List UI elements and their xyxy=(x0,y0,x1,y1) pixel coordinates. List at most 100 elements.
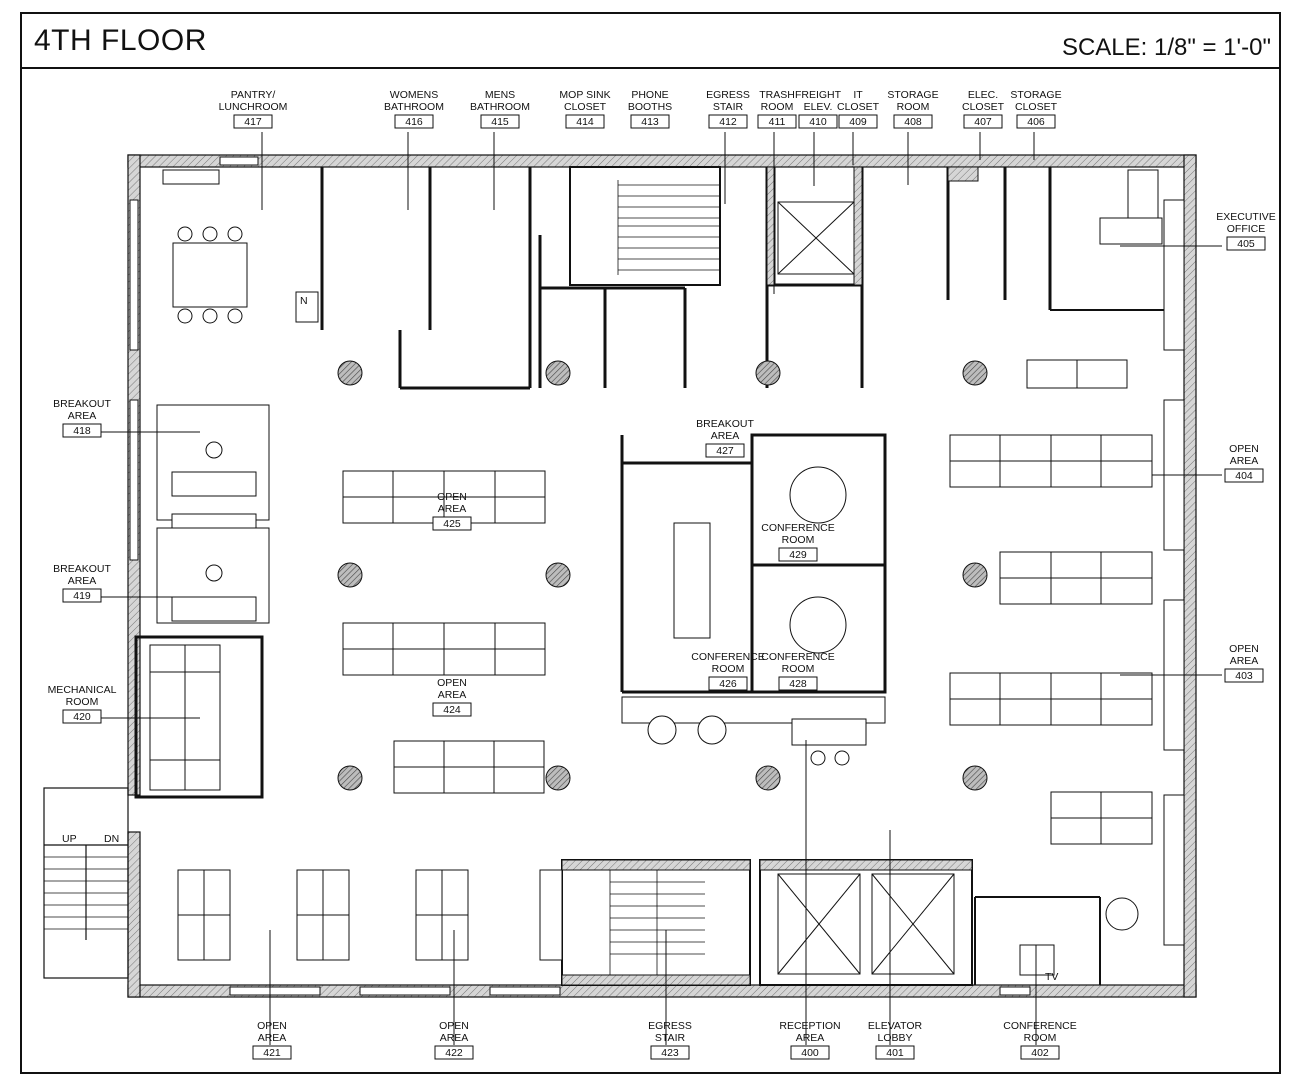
room-name-line: OFFICE xyxy=(1227,223,1266,235)
room-name-line: OPEN xyxy=(1229,643,1259,655)
room-name-line: CLOSET xyxy=(564,101,607,113)
room-name-line: AREA xyxy=(1230,455,1259,467)
room-name-line: EGRESS xyxy=(706,89,750,101)
room-number-box xyxy=(650,1045,690,1060)
room-number-box xyxy=(893,114,933,129)
room-name-line: OPEN xyxy=(437,677,467,689)
room-name-line: ELEVATOR xyxy=(868,1020,923,1032)
room-name-line: AREA xyxy=(711,430,740,442)
room-name-line: TRASH xyxy=(759,89,795,101)
room-number: 427 xyxy=(716,445,734,457)
scale-note: SCALE: 1/8" = 1'-0" xyxy=(1061,34,1271,61)
room-number: 413 xyxy=(641,116,659,128)
room-name-line: ROOM xyxy=(782,663,815,675)
room-name-line: AREA xyxy=(1230,655,1259,667)
room-name-line: CLOSET xyxy=(1015,101,1058,113)
room-number-box xyxy=(838,114,878,129)
room-number-box xyxy=(434,1045,474,1060)
room-name-line: IT xyxy=(853,89,863,101)
room-labels: PANTRY/LUNCHROOM417WOMENSBATHROOM416MENS… xyxy=(48,89,1276,1060)
room-name-line: CONFERENCE xyxy=(1003,1020,1077,1032)
room-name-line: ROOM xyxy=(1024,1032,1057,1044)
room-number-box xyxy=(963,114,1003,129)
core-hatch xyxy=(561,166,979,986)
room-number-box xyxy=(432,702,472,717)
room-name-line: BATHROOM xyxy=(470,101,530,113)
room-name-line: OPEN xyxy=(437,491,467,503)
room-name-line: BREAKOUT xyxy=(53,563,111,575)
room-name-line: STORAGE xyxy=(887,89,938,101)
room-number: 406 xyxy=(1027,116,1045,128)
room-number-box xyxy=(394,114,434,129)
room-number-box xyxy=(708,676,748,691)
room-number-box xyxy=(1224,468,1264,483)
room-number: 408 xyxy=(904,116,922,128)
room-name-line: WOMENS xyxy=(390,89,438,101)
room-name-line: EXECUTIVE xyxy=(1216,211,1276,223)
columns xyxy=(337,360,988,791)
room-number: 412 xyxy=(719,116,737,128)
room-name-line: BREAKOUT xyxy=(696,418,754,430)
room-name-line: STORAGE xyxy=(1010,89,1061,101)
room-name-line: AREA xyxy=(796,1032,825,1044)
room-number-box xyxy=(1224,668,1264,683)
room-name-line: ELEC. xyxy=(968,89,998,101)
room-name-line: RECEPTION xyxy=(779,1020,840,1032)
room-number: 424 xyxy=(443,704,461,716)
stair-412 xyxy=(617,180,720,275)
room-name-line: ROOM xyxy=(782,534,815,546)
room-number-box xyxy=(630,114,670,129)
room-name-line: LOBBY xyxy=(877,1032,912,1044)
room-number-box xyxy=(705,443,745,458)
room-name-line: BREAKOUT xyxy=(53,398,111,410)
room-number-box xyxy=(757,114,797,129)
room-number: 402 xyxy=(1031,1047,1049,1059)
room-name-line: BATHROOM xyxy=(384,101,444,113)
room-number-box xyxy=(565,114,605,129)
room-name-line: AREA xyxy=(68,575,97,587)
room-name-line: PANTRY/ xyxy=(231,89,276,101)
room-number-box xyxy=(875,1045,915,1060)
exterior-stair xyxy=(43,787,129,979)
north-arrow: N xyxy=(300,295,308,307)
room-number: 405 xyxy=(1237,238,1255,250)
room-number-box xyxy=(432,516,472,531)
room-name-line: CLOSET xyxy=(837,101,880,113)
room-number-box xyxy=(778,676,818,691)
furniture xyxy=(156,169,1163,976)
room-number-box xyxy=(790,1045,830,1060)
room-number: 416 xyxy=(405,116,423,128)
room-name-line: CONFERENCE xyxy=(761,651,835,663)
room-label-417: PANTRY/LUNCHROOM 417 xyxy=(219,89,288,129)
room-name-line: EGRESS xyxy=(648,1020,692,1032)
room-name-line: STAIR xyxy=(655,1032,686,1044)
room-number: 400 xyxy=(801,1047,819,1059)
room-name-line: ROOM xyxy=(712,663,745,675)
room-number: 421 xyxy=(263,1047,281,1059)
room-name-line: STAIR xyxy=(713,101,744,113)
room-name-line: LUNCHROOM xyxy=(219,101,288,113)
floor-title: 4TH FLOOR xyxy=(34,24,207,57)
room-number: 410 xyxy=(809,116,827,128)
room-number: 426 xyxy=(719,678,737,690)
room-number-box xyxy=(798,114,838,129)
room-number: 417 xyxy=(244,116,262,128)
room-number: 403 xyxy=(1235,670,1253,682)
